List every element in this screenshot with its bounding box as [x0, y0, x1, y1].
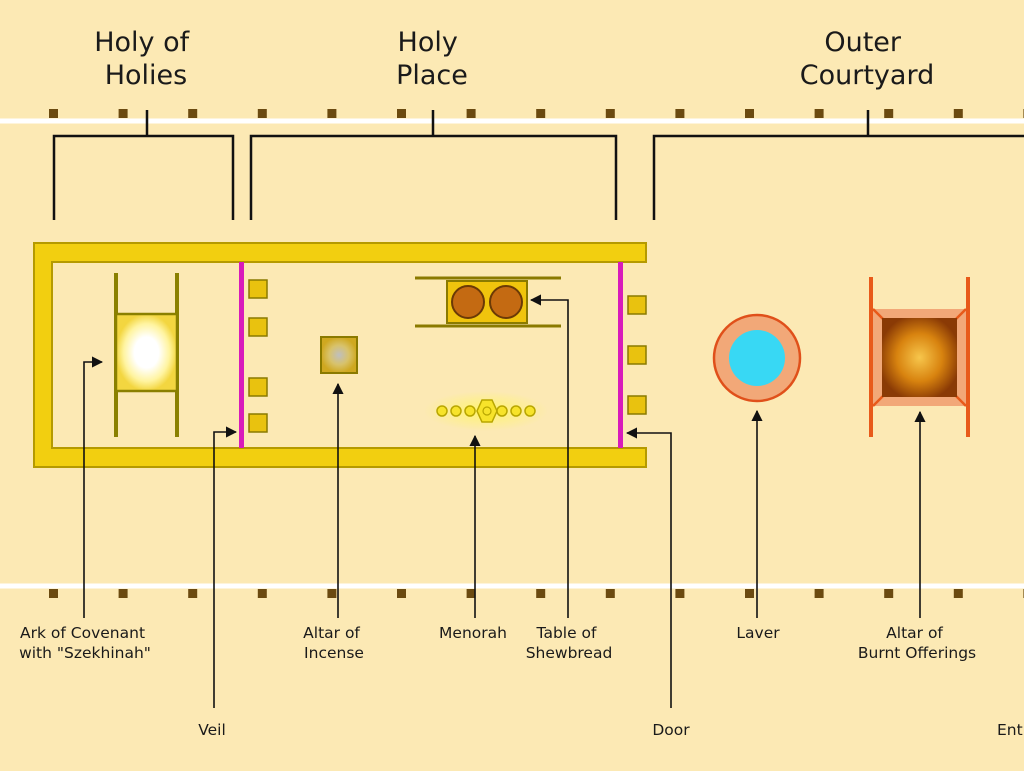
label-altar-of-burnt-offerings: Altar of Burnt Offerings	[858, 624, 976, 662]
arrow-door	[625, 427, 672, 708]
arrow-ark	[83, 356, 104, 618]
fence-post	[745, 109, 754, 118]
fence-post	[327, 109, 337, 118]
label-altar-of-incense: Altar of Incense	[303, 624, 365, 662]
fence-post	[884, 109, 894, 118]
fence-post	[466, 109, 476, 118]
fence-post	[188, 109, 198, 118]
label-veil: Veil	[198, 721, 226, 739]
fence-post	[953, 109, 963, 118]
holy-place-bracket	[249, 110, 618, 220]
fence-post	[814, 589, 824, 598]
label-arrows	[83, 294, 926, 708]
label-table-of-shewbread: Table of Shewbread	[526, 624, 613, 662]
fence-post	[118, 589, 128, 598]
fence-post	[257, 589, 267, 598]
tabernacle-wall	[33, 242, 647, 468]
label-door: Door	[652, 721, 690, 739]
laver	[712, 313, 802, 403]
altar-of-incense	[320, 336, 358, 374]
section-title-holy-of-holies: Holy of Holies	[94, 27, 198, 91]
veil-curtain	[239, 262, 244, 448]
fence-post	[605, 109, 615, 118]
fence-post	[397, 109, 406, 118]
section-title-holy-place: Holy Place	[396, 27, 468, 91]
fence-post	[118, 109, 128, 118]
table-of-shewbread	[415, 276, 561, 328]
fence-post	[675, 589, 685, 598]
fence-post	[257, 109, 267, 118]
ark-of-covenant	[114, 273, 179, 437]
label-entrance: Ent	[997, 721, 1023, 739]
fence-post	[327, 589, 337, 598]
fence-post	[953, 589, 963, 598]
door-curtain	[618, 262, 623, 448]
arrow-veil	[213, 426, 238, 708]
label-laver: Laver	[736, 624, 780, 642]
arrow-shewbread	[529, 294, 569, 618]
altar-of-burnt-offerings	[869, 277, 970, 437]
veil-pillars	[248, 279, 268, 433]
holy-of-holies-bracket	[52, 110, 235, 220]
fence-post	[814, 109, 824, 118]
fence-post	[466, 589, 476, 598]
fence-post	[188, 589, 198, 598]
outer-courtyard-bracket	[652, 110, 1024, 220]
fence-post	[745, 589, 754, 598]
fence-post	[49, 589, 58, 598]
fence-post	[49, 109, 58, 118]
door-pillars	[627, 295, 647, 415]
fence-post	[675, 109, 685, 118]
fence-post	[605, 589, 615, 598]
section-title-outer-courtyard: Outer Courtyard	[800, 27, 934, 91]
fence-post	[397, 589, 406, 598]
fence-post	[884, 589, 894, 598]
fence-post	[536, 589, 546, 598]
menorah	[424, 391, 548, 431]
fence-posts	[49, 109, 1024, 598]
fence-post	[536, 109, 546, 118]
label-ark: Ark of Covenant with "Szekhinah"	[19, 624, 151, 662]
label-menorah: Menorah	[439, 624, 507, 642]
